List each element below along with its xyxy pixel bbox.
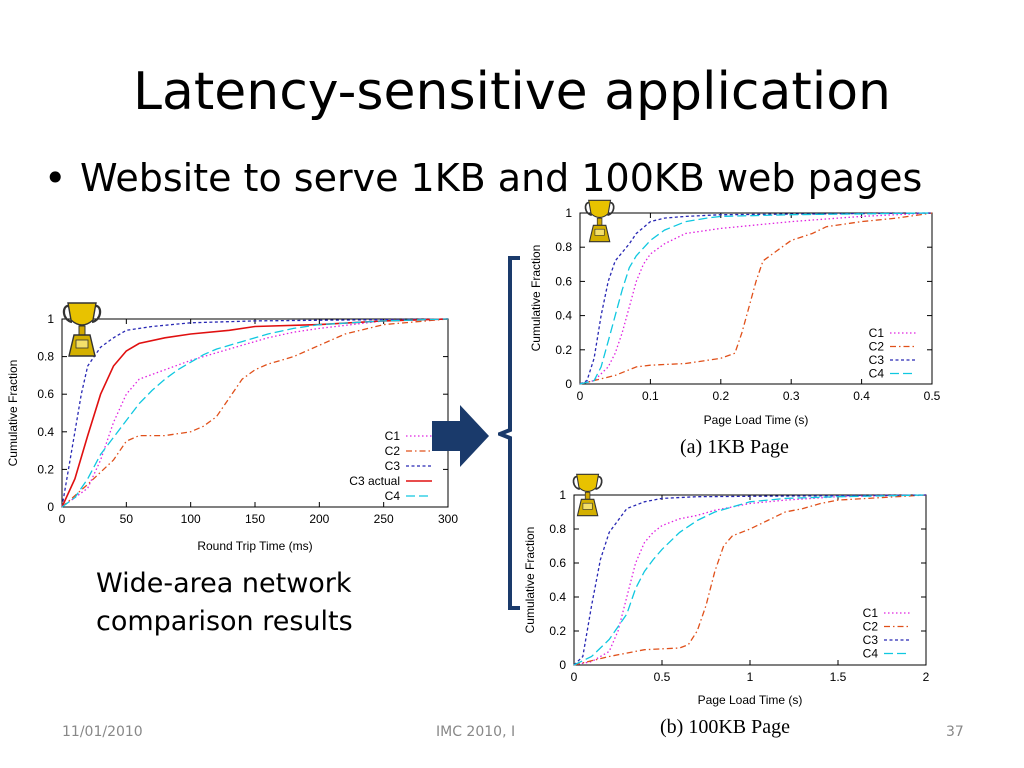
y-tick-label: 1 (47, 312, 54, 326)
legend-label: C3 (385, 459, 401, 473)
series-line-c2 (579, 212, 933, 385)
x-tick-label: 200 (309, 512, 329, 526)
y-tick-label: 0 (47, 500, 54, 514)
bullet-text: Website to serve 1KB and 100KB web pages (80, 156, 923, 200)
plot-frame (579, 212, 933, 385)
series-line-c4 (579, 212, 933, 385)
y-tick-label: 0.8 (549, 522, 566, 536)
series-line-c4 (61, 318, 449, 508)
x-tick-label: 100 (181, 512, 201, 526)
y-axis-label: Cumulative Fraction (6, 360, 20, 467)
x-tick-label: 0.1 (642, 389, 659, 403)
footer-date: 11/01/2010 (62, 724, 143, 740)
x-tick-label: 50 (120, 512, 134, 526)
legend-label: C4 (863, 647, 879, 661)
series-line-c2 (61, 318, 449, 508)
chart-1-caption: (a) 1KB Page (680, 436, 789, 458)
trophy-icon (584, 199, 615, 243)
series-line-c4 (573, 494, 927, 666)
y-axis-label: Cumulative Fraction (529, 245, 543, 352)
x-tick-label: 0 (571, 670, 578, 684)
bullet-item: • Website to serve 1KB and 100KB web page… (44, 156, 922, 200)
legend-label: C4 (385, 489, 401, 503)
y-tick-label: 0 (565, 377, 572, 391)
y-tick-label: 1 (565, 206, 572, 220)
caption: Wide-area network comparison results (96, 565, 353, 641)
x-tick-label: 250 (374, 512, 394, 526)
x-axis-label: Page Load Time (s) (704, 413, 809, 427)
x-tick-label: 0.5 (924, 389, 941, 403)
footer-center: IMC 2010, I (436, 724, 516, 740)
legend-label: C3 (869, 353, 885, 367)
y-tick-label: 0.2 (555, 343, 572, 357)
legend-label: C2 (869, 340, 885, 354)
y-tick-label: 0.6 (555, 274, 572, 288)
y-tick-label: 0.6 (37, 387, 54, 401)
footer-page-number: 37 (946, 724, 964, 740)
y-tick-label: 0 (559, 658, 566, 672)
x-tick-label: 150 (245, 512, 265, 526)
legend-label: C1 (863, 606, 879, 620)
x-axis-label: Page Load Time (s) (698, 693, 803, 707)
series-line-c3 (61, 318, 449, 508)
x-tick-label: 0.5 (654, 670, 671, 684)
x-tick-label: 300 (438, 512, 458, 526)
y-tick-label: 0.6 (549, 556, 566, 570)
legend-label: C1 (869, 326, 885, 340)
legend-label: C3 actual (349, 474, 400, 488)
chart-2-caption: (b) 100KB Page (660, 716, 790, 738)
x-tick-label: 0 (59, 512, 66, 526)
right-arrow-icon (432, 405, 489, 467)
y-tick-label: 0.4 (37, 425, 54, 439)
series-line-c1 (61, 318, 449, 508)
bullet-dot: • (44, 156, 67, 200)
y-tick-label: 0.2 (37, 462, 54, 476)
y-tick-label: 0.4 (555, 309, 572, 323)
x-tick-label: 0.3 (783, 389, 800, 403)
series-line-c1 (579, 212, 933, 385)
caption-line-2: comparison results (96, 606, 353, 637)
y-tick-label: 0.2 (549, 624, 566, 638)
y-tick-label: 0.8 (37, 350, 54, 364)
x-axis-label: Round Trip Time (ms) (197, 539, 312, 553)
series-line-c2 (573, 494, 927, 666)
series-line-c1 (573, 494, 927, 666)
caption-line-1: Wide-area network (96, 568, 352, 599)
x-tick-label: 1 (747, 670, 754, 684)
legend-label: C4 (869, 367, 885, 381)
trophy-icon (572, 473, 603, 517)
x-tick-label: 1.5 (830, 670, 847, 684)
slide-title: Latency-sensitive application (133, 62, 891, 122)
x-tick-label: 0.2 (712, 389, 729, 403)
legend-label: C2 (863, 620, 879, 634)
x-tick-label: 0.4 (853, 389, 870, 403)
legend-label: C2 (385, 444, 401, 458)
bracket-icon (498, 256, 520, 610)
y-tick-label: 0.4 (549, 590, 566, 604)
series-line-c3-actual (61, 318, 449, 508)
series-line-c3 (573, 494, 927, 666)
legend-label: C3 (863, 633, 879, 647)
x-tick-label: 2 (923, 670, 930, 684)
trophy-icon (62, 302, 102, 357)
x-tick-label: 0 (577, 389, 584, 403)
y-axis-label: Cumulative Fraction (523, 527, 537, 634)
legend-label: C1 (385, 429, 401, 443)
y-tick-label: 0.8 (555, 240, 572, 254)
y-tick-label: 1 (559, 488, 566, 502)
